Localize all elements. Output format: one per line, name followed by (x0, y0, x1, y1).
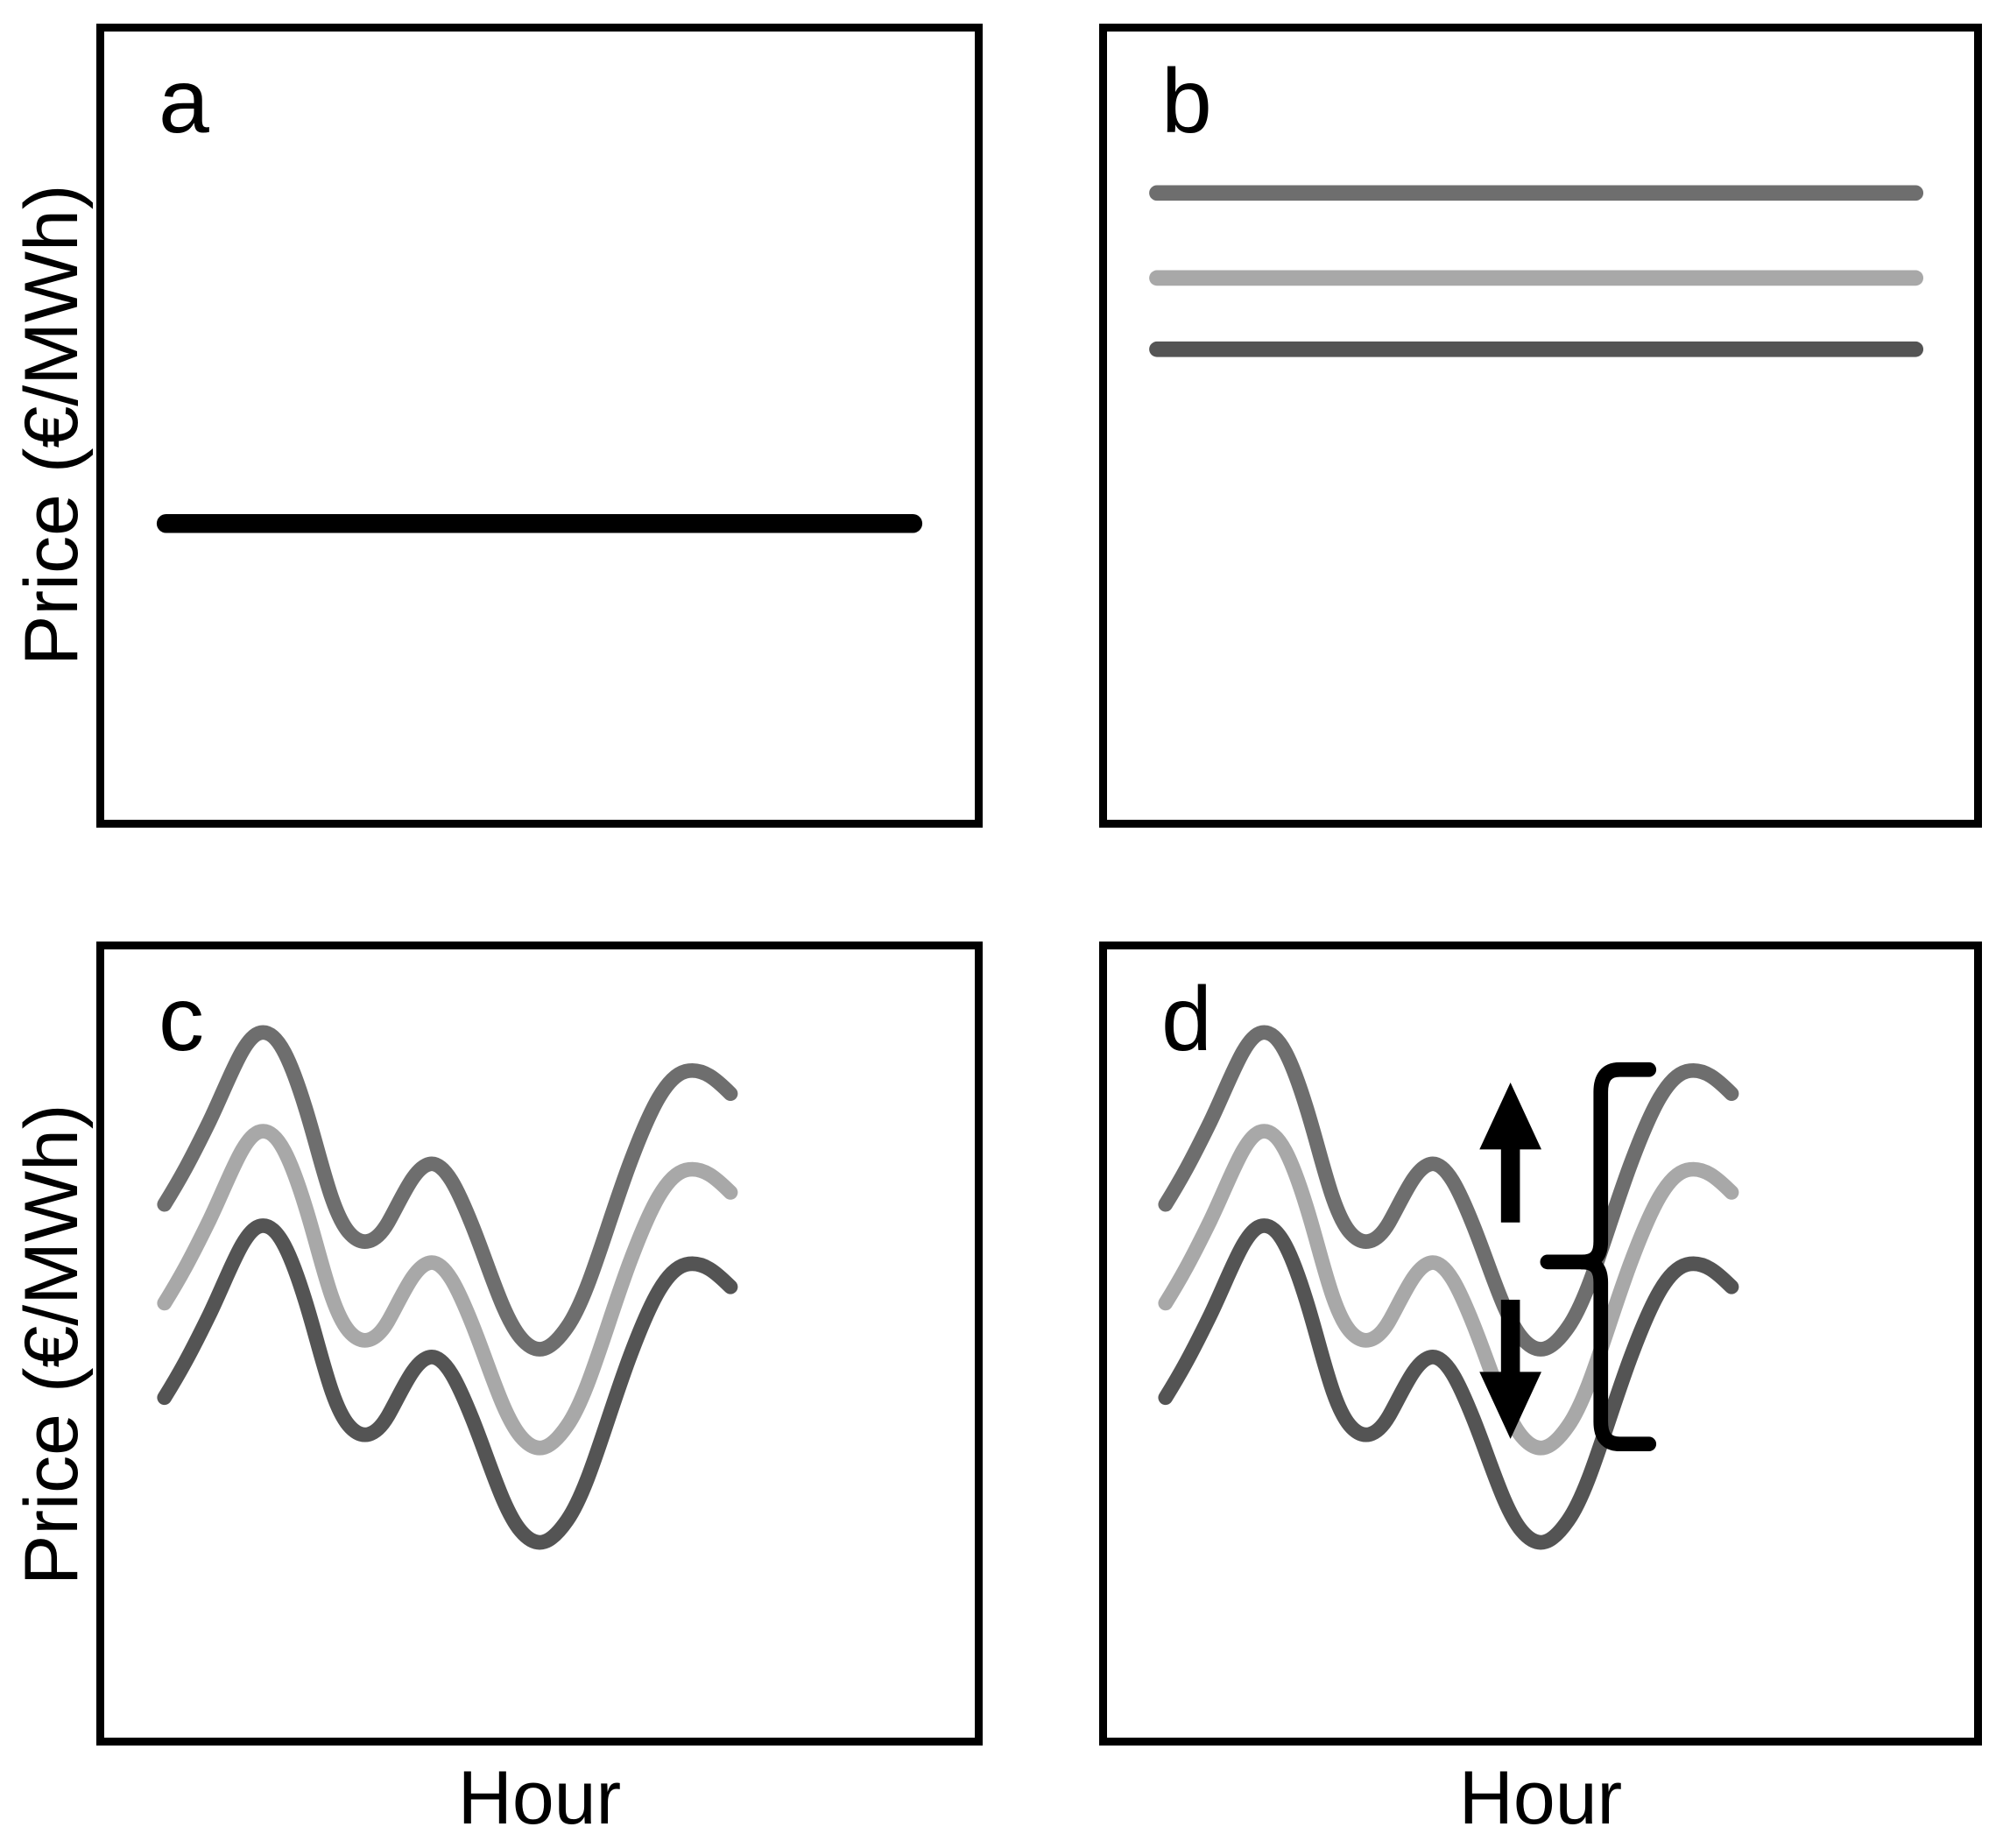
price-curve-low (1158, 1218, 1739, 1550)
price-curves-group-d (1158, 1025, 1739, 1550)
price-curve-high (157, 1025, 738, 1357)
panel-b-plot (1149, 185, 1924, 357)
panel-c-label: c (159, 969, 204, 1070)
panel-a-plot (156, 513, 923, 533)
panel-d-plot (1158, 1025, 1739, 1550)
y-axis-label-top: Price (€/MWh) (10, 184, 94, 666)
panel-a: a (96, 24, 983, 828)
range-brace-icon (1540, 1062, 1657, 1452)
x-axis-label-right: Hour (1458, 1756, 1623, 1840)
panel-b-label: b (1161, 51, 1212, 152)
price-curves-group-c (157, 1025, 738, 1550)
price-curve-low (157, 1218, 738, 1550)
price-curve-mid (157, 1124, 738, 1456)
price-curve-mid (1158, 1124, 1739, 1456)
panel-c: c (96, 942, 983, 1746)
panel-d: d (1099, 942, 1982, 1746)
price-curve-high (1158, 1025, 1739, 1357)
panel-b: b (1099, 24, 1982, 828)
double-arrow-icon (1479, 1082, 1541, 1439)
panel-d-label: d (1161, 969, 1212, 1070)
x-axis-label-left: Hour (457, 1756, 622, 1840)
panel-c-plot (157, 1025, 738, 1550)
panel-a-label: a (159, 51, 209, 152)
y-axis-label-bottom: Price (€/MWh) (10, 1104, 94, 1585)
